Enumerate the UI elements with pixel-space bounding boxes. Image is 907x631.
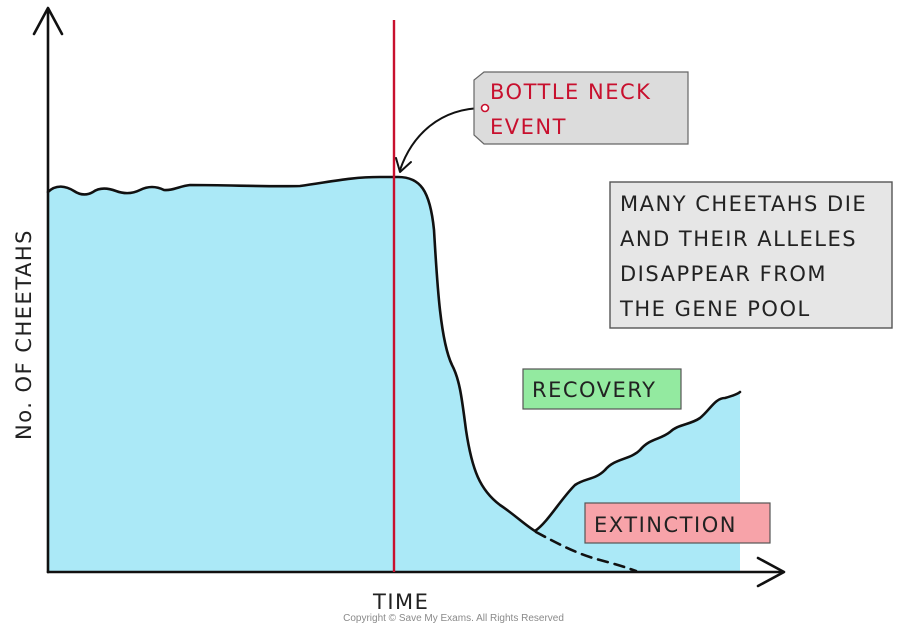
x-axis-label: TIME: [372, 590, 429, 614]
info-line-4: THE GENE POOL: [619, 297, 811, 321]
y-axis-label: No. OF CHEETAHS: [12, 229, 36, 440]
recovery-label: RECOVERY: [532, 378, 656, 402]
callout-pin: [480, 103, 490, 113]
extinction-path: [534, 530, 638, 573]
callout-arrow: [395, 107, 485, 173]
extinction-badge: EXTINCTION: [584, 502, 771, 544]
extinction-label: EXTINCTION: [594, 513, 737, 537]
info-line-1: MANY CHEETAHS DIE: [620, 192, 867, 216]
callout-line-1: BOTTLE NECK: [490, 80, 651, 104]
info-line-2: AND THEIR ALLELES: [620, 227, 857, 251]
callout-line-2: EVENT: [490, 115, 567, 139]
callout-box: [473, 71, 689, 145]
info-box: MANY CHEETAHS DIE AND THEIR ALLELES DISA…: [609, 181, 893, 329]
population-curve: [46, 175, 742, 533]
copyright-notice: Copyright © Save My Exams. All Rights Re…: [343, 613, 564, 624]
y-axis-arrowhead: [32, 6, 64, 36]
bottleneck-callout: BOTTLE NECK EVENT: [473, 71, 689, 145]
y-axis: [32, 6, 64, 574]
info-line-3: DISAPPEAR FROM: [620, 262, 827, 286]
recovery-badge: RECOVERY: [522, 368, 682, 410]
x-axis: [46, 556, 786, 588]
x-axis-arrowhead: [756, 556, 786, 588]
